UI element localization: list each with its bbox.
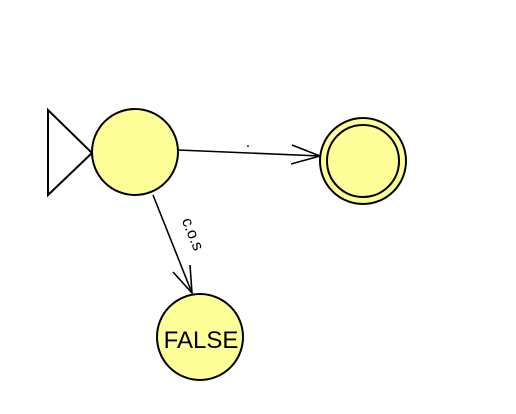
- state-q1[interactable]: [319, 117, 407, 205]
- state-label-q2: FALSE: [164, 327, 239, 354]
- transition-label-q0-q2: c.o.s: [178, 215, 206, 253]
- state-q2[interactable]: FALSE: [156, 293, 244, 381]
- transition-label-q0-q1: .: [246, 134, 250, 151]
- transition-q0-q2[interactable]: c.o.s: [152, 194, 206, 296]
- transition-q0-q1[interactable]: .: [177, 134, 323, 165]
- initial-state-marker: [47, 107, 94, 198]
- state-q0[interactable]: [91, 108, 179, 196]
